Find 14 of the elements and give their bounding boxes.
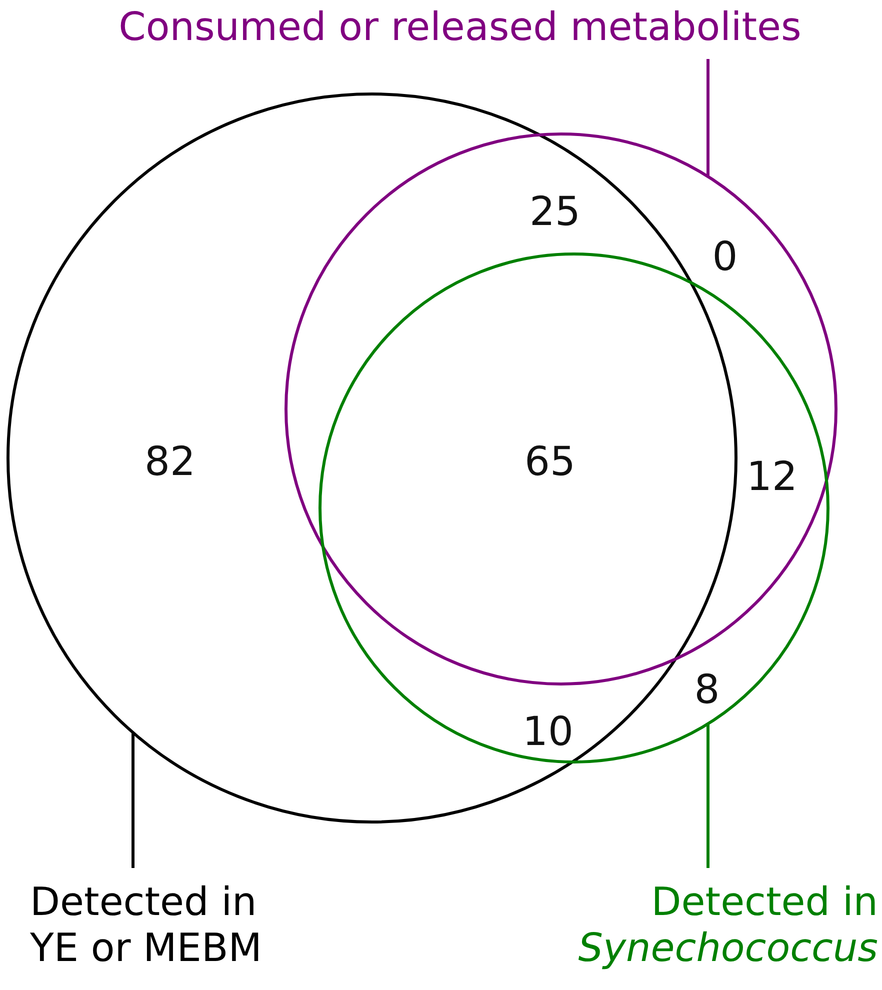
count-label: 12: [746, 454, 798, 500]
leader-line: [706, 59, 710, 177]
set-circle: [6, 92, 738, 824]
count-label: 10: [522, 709, 574, 755]
set-label: Detected in Synechococcus: [577, 880, 878, 972]
count-label: 25: [530, 189, 580, 235]
count-label: 65: [524, 439, 576, 485]
leader-line: [132, 732, 134, 868]
count-label: 0: [712, 234, 738, 280]
count-label: 82: [144, 439, 196, 485]
set-label: Detected in YE or MEBM: [30, 880, 263, 972]
set-label: Consumed or released metabolites: [118, 5, 802, 51]
count-label: 8: [694, 667, 720, 713]
leader-line: [706, 724, 710, 868]
